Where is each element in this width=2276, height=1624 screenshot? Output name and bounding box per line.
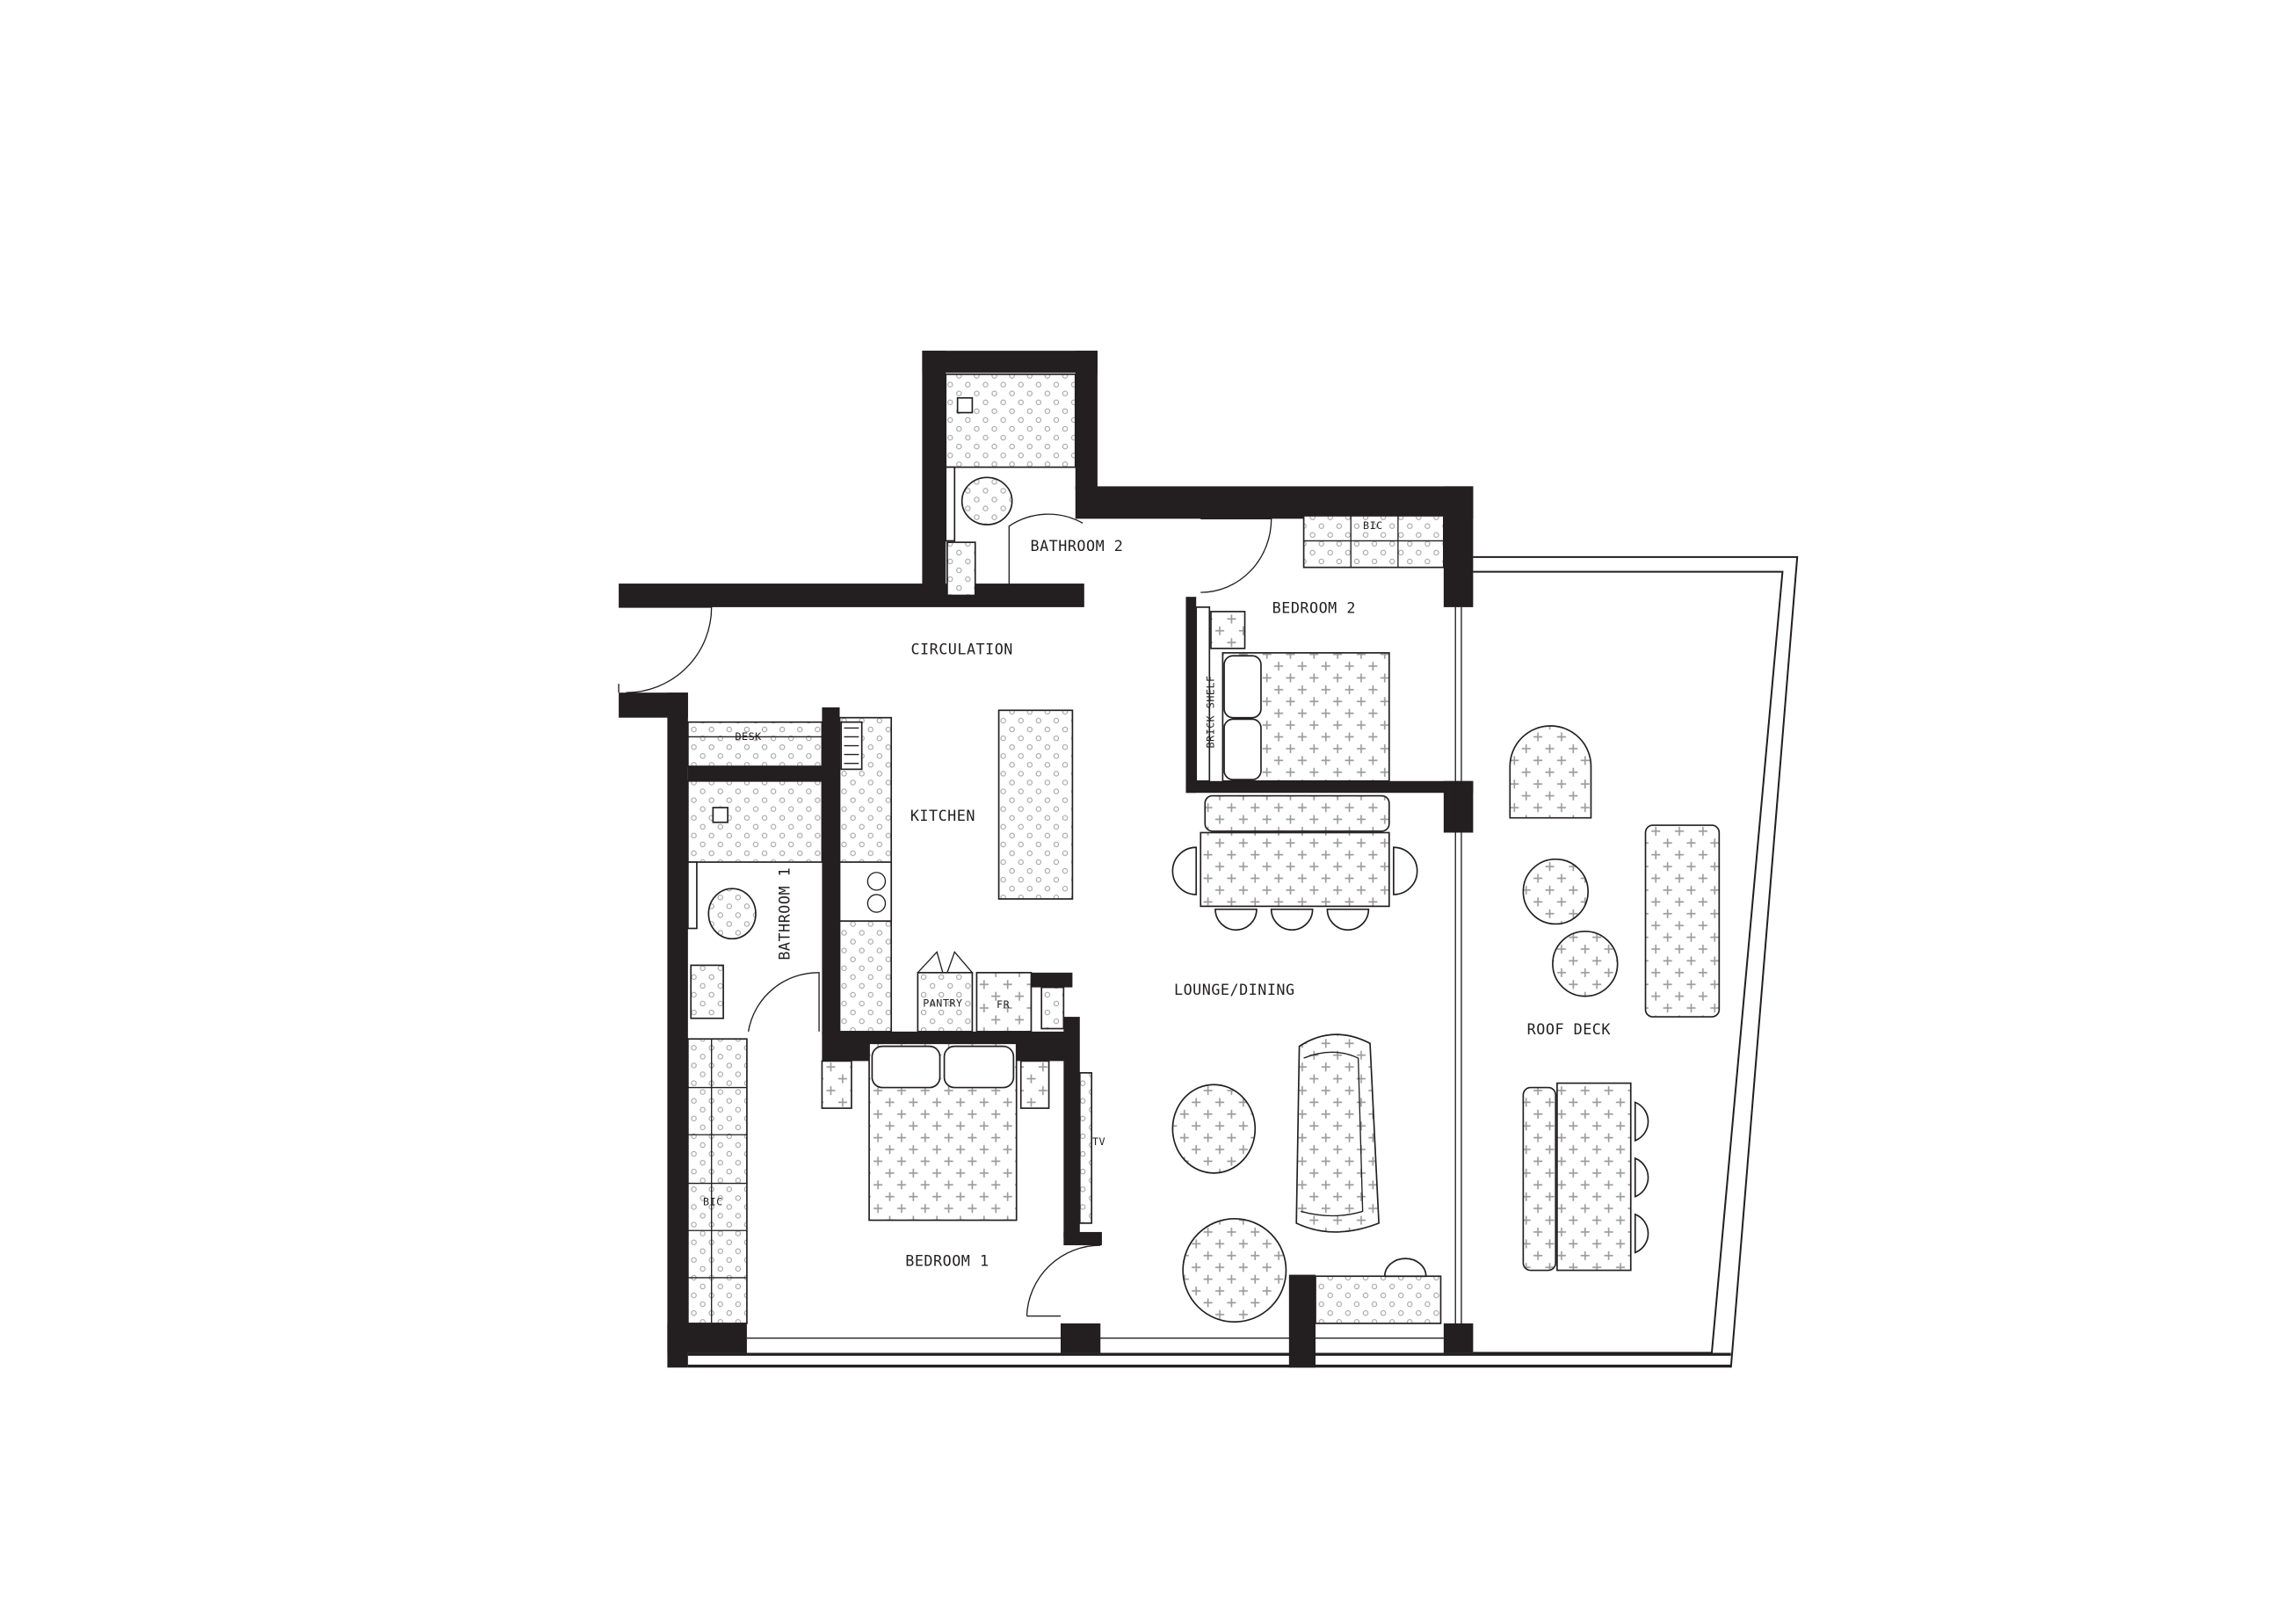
lounge-dining-furniture: [1171, 794, 1442, 1324]
walls: [619, 351, 1731, 1368]
chair: [1214, 908, 1258, 931]
entry-door[interactable]: [618, 606, 713, 693]
label-desk: DESK: [735, 730, 762, 743]
bench: [1315, 1275, 1442, 1324]
bedroom-2-door[interactable]: [1200, 518, 1272, 593]
cooktop-icon: [838, 861, 893, 922]
toilet-icon: [707, 888, 757, 940]
bedroom-1-furniture: [687, 1038, 1093, 1324]
tv-unit: [1078, 1071, 1093, 1224]
label-kitchen: KITCHEN: [910, 807, 975, 824]
ottoman: [1171, 1084, 1257, 1174]
roof-deck-furniture: [1509, 725, 1721, 1272]
bedroom-2-furniture: [1195, 515, 1445, 782]
pillow: [1223, 718, 1262, 780]
desk: [687, 721, 823, 767]
deck-table: [1556, 1082, 1632, 1272]
pillow: [871, 1045, 941, 1089]
side-table: [1552, 930, 1619, 997]
vanity: [690, 964, 724, 1019]
chair: [1634, 1101, 1649, 1142]
room-labels: BATHROOM 2 BEDROOM 2 CIRCULATION KITCHEN…: [776, 537, 1612, 1269]
side-table: [1522, 858, 1589, 925]
bathroom-2-fixtures: [945, 373, 1076, 597]
west-fixtures: [687, 709, 1074, 1033]
chair: [1383, 1258, 1427, 1278]
label-fridge: FR: [997, 998, 1011, 1011]
chair: [1634, 1213, 1649, 1254]
label-bathroom-1: BATHROOM 1: [776, 867, 794, 961]
label-lounge-dining: LOUNGE/DINING: [1174, 981, 1295, 998]
label-bedroom-2: BEDROOM 2: [1272, 599, 1356, 617]
pillow: [943, 1045, 1015, 1089]
ottoman: [1182, 1218, 1287, 1323]
dining-table: [1200, 831, 1390, 908]
label-bic-bedroom-2: BIC: [1363, 519, 1383, 532]
toilet-icon: [960, 476, 1013, 526]
label-bic-bedroom-1: BIC: [703, 1196, 723, 1208]
chair: [1634, 1156, 1649, 1198]
label-bedroom-1: BEDROOM 1: [905, 1251, 989, 1269]
vanity: [946, 541, 976, 597]
label-pantry: PANTRY: [923, 997, 962, 1009]
chair: [1171, 846, 1198, 895]
deck-bench: [1522, 1086, 1557, 1272]
bathroom-1-door[interactable]: [747, 972, 820, 1032]
chair: [1270, 908, 1314, 931]
armchair: [1509, 725, 1592, 819]
bedroom-1-door[interactable]: [1026, 1244, 1101, 1317]
roof-deck-balustrade: [1473, 555, 1799, 1368]
label-brick-shelf: BRICK SHELF: [1204, 675, 1216, 748]
sofa: [1295, 1033, 1380, 1233]
bathroom-2-door[interactable]: [1008, 513, 1084, 593]
fixture-labels: DESK BIC BIC BRICK SHELF PANTRY FR TV: [703, 519, 1383, 1208]
pillow: [1223, 655, 1262, 719]
deck-sofa: [1644, 824, 1721, 1018]
fridge: [975, 971, 1033, 1033]
pantry: [917, 971, 974, 1033]
label-circulation: CIRCULATION: [910, 641, 1012, 658]
kitchen-island: [997, 709, 1074, 900]
label-bathroom-2: BATHROOM 2: [1031, 537, 1124, 555]
bench-seat: [1204, 794, 1390, 832]
doors: [618, 513, 1272, 1317]
label-tv: TV: [1092, 1135, 1105, 1148]
chair: [1326, 908, 1370, 931]
chair: [1393, 846, 1418, 895]
label-roof-deck: ROOF DECK: [1527, 1020, 1612, 1038]
